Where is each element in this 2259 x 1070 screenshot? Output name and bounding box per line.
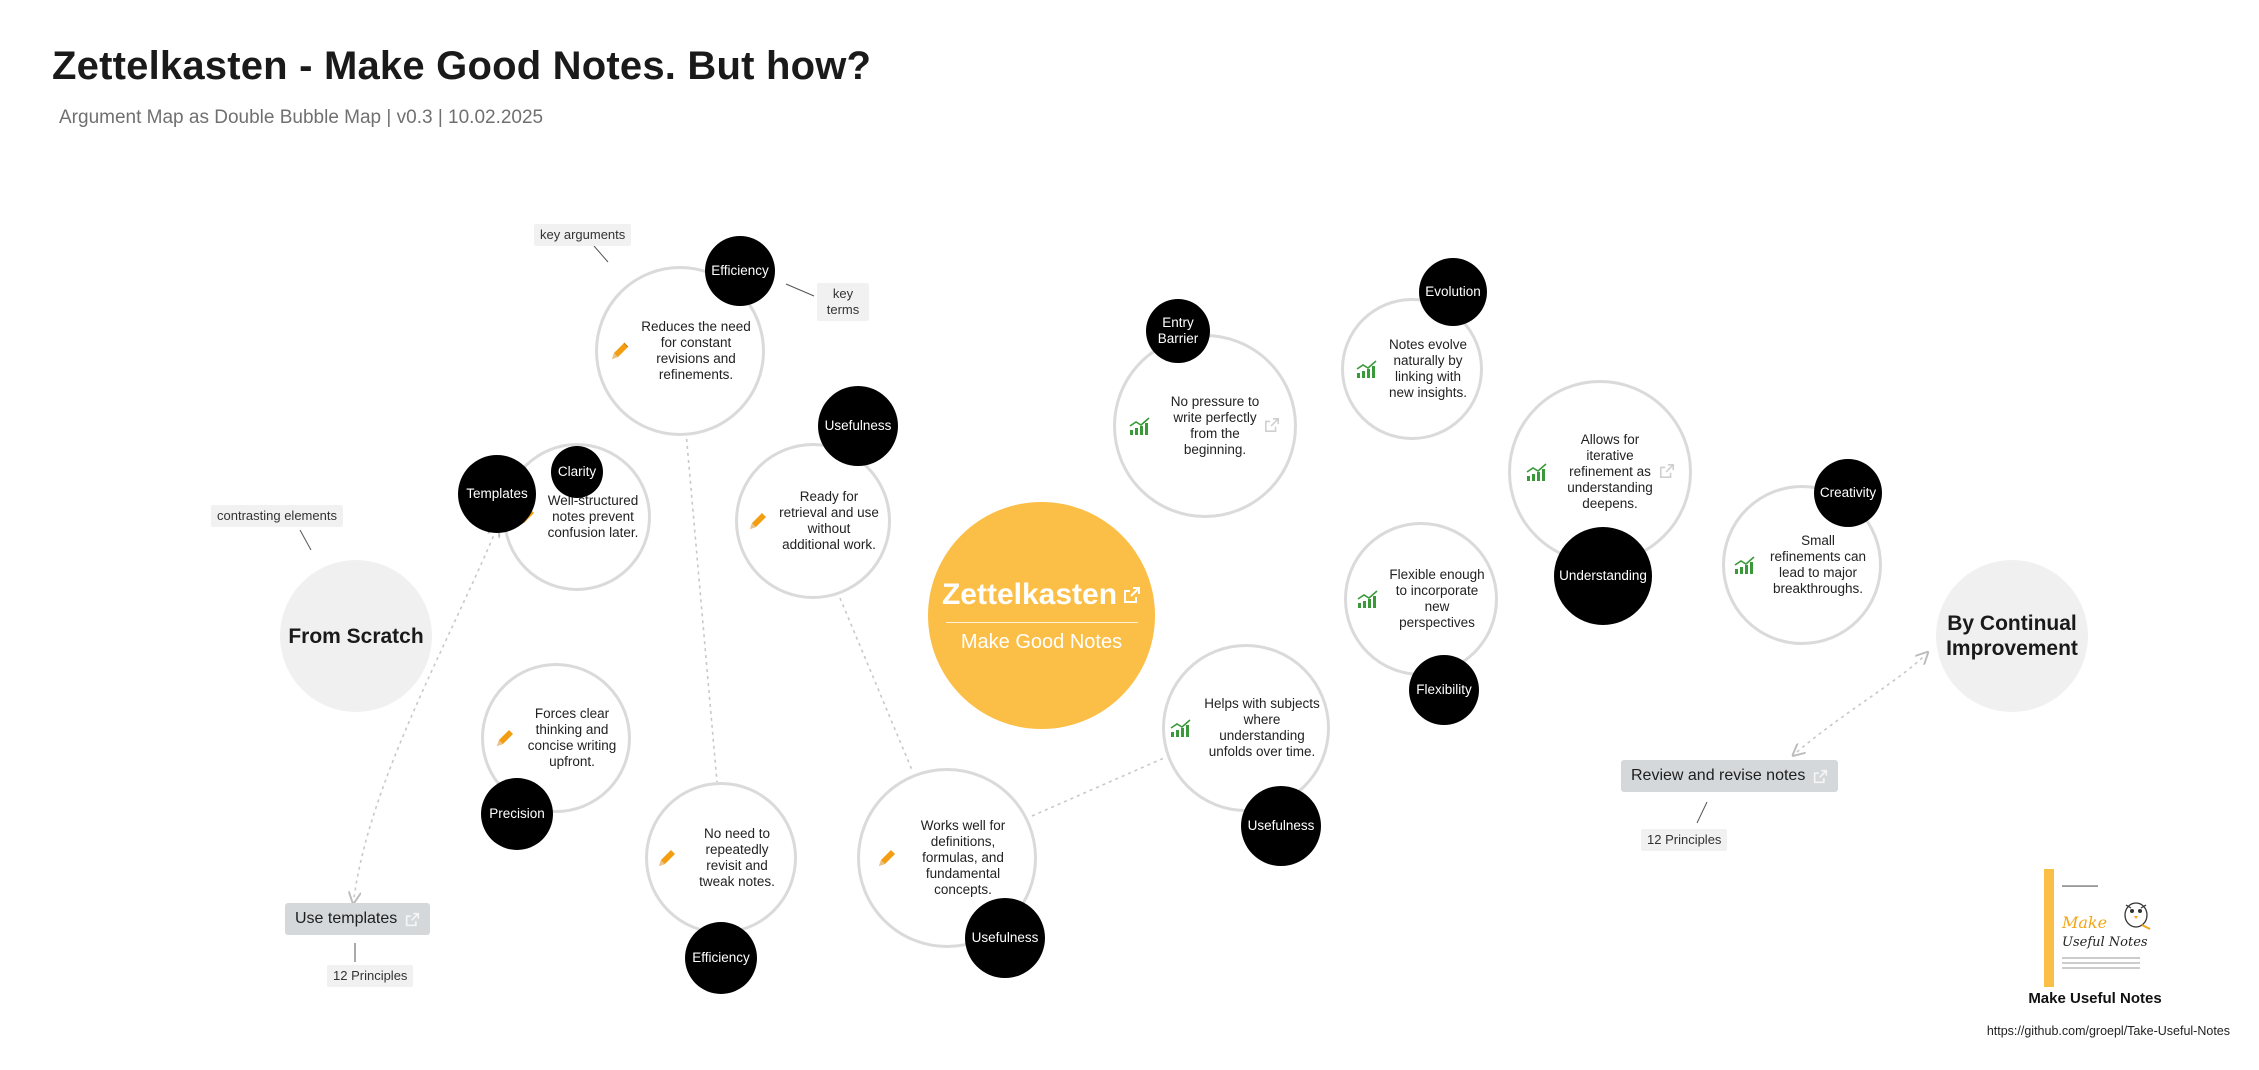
argument-bubble[interactable]: No need to repeatedly revisit and tweak … [645,782,797,934]
external-link-icon[interactable] [1659,463,1675,479]
term-usefulness[interactable]: Usefulness [965,898,1045,978]
center-subtitle: Make Good Notes [960,630,1123,653]
book-cover[interactable]: ▬▬▬▬▬▬ Make Useful Notes [2044,869,2156,987]
book-url[interactable]: https://github.com/groepl/Take-Useful-No… [1986,1024,2230,1038]
book-cover-header: ▬▬▬▬▬▬ [2062,883,2098,889]
pencil-icon [659,850,675,866]
annotation-key-arguments: key arguments [534,224,632,246]
growth-chart-icon [1170,719,1191,737]
growth-chart-icon [1526,463,1547,481]
dotted-link-understanding [1031,757,1165,817]
center-title: Zettelkasten [941,577,1118,611]
bird-illustration-icon [2124,902,2151,930]
pointer-key-arguments [593,245,609,263]
growth-chart-icon [1734,556,1755,574]
principles-tag-left: 12 Principles [327,965,414,987]
term-understanding[interactable]: Understanding [1554,527,1652,625]
annotation-contrasting-elements: contrasting elements [211,505,343,527]
growth-chart-icon [1356,360,1377,378]
pencil-icon [879,850,895,866]
argument-bubble[interactable]: Ready for retrieval and use without addi… [735,443,891,599]
center-zettelkasten[interactable]: Zettelkasten Make Good Notes [928,502,1155,729]
page-title: Zettelkasten - Make Good Notes. But how? [52,44,872,88]
argument-bubble[interactable]: Helps with subjects where understanding … [1162,644,1330,812]
term-creativity[interactable]: Creativity [1814,459,1882,527]
argument-bubble[interactable]: Flexible enough to incorporate new persp… [1344,522,1498,676]
external-link-icon[interactable] [1123,586,1141,604]
pointer-key-terms [785,283,815,297]
argument-bubble[interactable]: Works well for definitions, formulas, an… [857,768,1037,948]
pointer-pill-right [1696,801,1708,824]
book-cover-title-1: Make [2062,913,2108,932]
term-templates[interactable]: Templates [458,455,536,533]
pointer-contrasting [299,529,312,551]
argument-bubble[interactable]: No pressure to write perfectly from the … [1113,334,1297,518]
term-clarity[interactable]: Clarity [551,446,603,498]
pencil-icon [750,513,766,529]
growth-chart-icon [1357,590,1378,608]
book-cover-title-2: Useful Notes [2062,935,2148,950]
pencil-icon [612,342,629,359]
annotation-key-terms: key terms [817,283,869,321]
book-title[interactable]: Make Useful Notes [2028,990,2162,1007]
term-efficiency[interactable]: Efficiency [685,922,757,994]
growth-chart-icon [1129,417,1150,435]
external-link-icon [406,912,420,926]
page-subtitle: Argument Map as Double Bubble Map | v0.3… [59,107,544,128]
review-revise-link[interactable]: Review and revise notes [1621,760,1839,792]
pencil-icon [497,730,513,746]
dotted-link-efficiency [685,431,718,783]
use-templates-link[interactable]: Use templates [285,903,431,935]
side-continual-improvement[interactable]: By Continual Improvement [1936,560,2088,712]
book-cover-text-lines [2062,957,2140,972]
external-link-icon[interactable] [1264,417,1280,433]
external-link-icon [1814,769,1828,783]
term-flexibility[interactable]: Flexibility [1409,655,1479,725]
dotted-link-usefulness [839,597,913,771]
term-entry-barrier[interactable]: Entry Barrier [1146,299,1210,363]
center-divider [945,621,1138,623]
arrow-pill-to-continual [1797,656,1924,752]
term-efficiency[interactable]: Efficiency [705,236,775,306]
term-usefulness[interactable]: Usefulness [818,386,898,466]
term-precision[interactable]: Precision [481,778,553,850]
term-evolution[interactable]: Evolution [1419,258,1487,326]
side-from-scratch[interactable]: From Scratch [280,560,432,712]
principles-tag-right: 12 Principles [1641,829,1728,851]
term-usefulness[interactable]: Usefulness [1241,786,1321,866]
